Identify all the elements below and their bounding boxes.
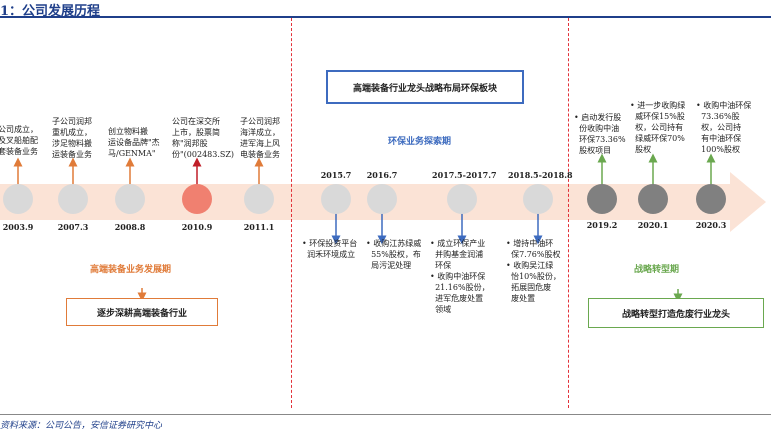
phase1-connectors — [13, 157, 264, 188]
milestone-2007-date: 2007.3 — [57, 222, 89, 232]
title-rule — [0, 16, 771, 18]
milestone-2010-text: 公司在深交所 上市，股票简 称"润邦股 份"(002483.SZ) — [172, 117, 235, 159]
milestone-2019-node — [587, 184, 617, 214]
source-rule — [0, 414, 771, 415]
milestone-2010-node — [182, 184, 212, 214]
milestone-2008-node — [115, 184, 145, 214]
milestone-2016-date: 2016.7 — [366, 170, 398, 180]
phase2-label: 环保业务探索期 — [388, 137, 452, 147]
milestone-2007-node — [58, 184, 88, 214]
milestone-2018-node — [523, 184, 553, 214]
milestone-2020-3-date: 2020.3 — [695, 220, 727, 230]
milestone-2003-text: 公司成立， 及叉船舶配 套装备业务 — [0, 125, 38, 156]
milestone-2018-text: • 增持中油环 保7.76%股权 • 收购吴江绿 怡10%股份， 拓展固危废 废… — [506, 239, 561, 303]
milestone-2017-date: 2017.5-2017.7 — [432, 170, 497, 180]
phase1-label: 高端装备业务发展期 — [90, 265, 172, 275]
milestone-2003-date: 2003.9 — [2, 222, 34, 232]
milestone-2020-3-node — [696, 184, 726, 214]
phase3-label: 战略转型期 — [634, 265, 680, 275]
milestone-2015-date: 2015.7 — [320, 170, 352, 180]
milestone-2015-text: • 环保投资平台 润禾环境成立 — [302, 239, 358, 259]
milestone-2011-date: 2011.1 — [243, 222, 275, 232]
milestone-2015-node — [321, 184, 351, 214]
milestone-2020-1-date: 2020.1 — [637, 220, 669, 230]
phase3-connectors — [597, 153, 716, 188]
milestone-2018-date: 2018.5-2018.8 — [508, 170, 573, 180]
phase-divider-2 — [568, 18, 569, 408]
milestone-2008-text: 创立物料搬 运设备品牌"杰 马/GENMA" — [108, 127, 160, 158]
milestone-2017-node — [447, 184, 477, 214]
milestone-2008-date: 2008.8 — [114, 222, 146, 232]
milestone-2007-text: 子公司润邦 重机成立， 涉足物料搬 运装备业务 — [52, 117, 92, 159]
phase2-banner: 高端装备行业龙头战略布局环保板块 — [326, 70, 524, 104]
phase1-box: 逐步深耕高端装备行业 — [66, 298, 218, 326]
milestone-2016-text: • 收购江苏绿威 55%股权，布 局污泥处理 — [366, 239, 422, 270]
milestone-2010-date: 2010.9 — [181, 222, 213, 232]
milestone-2019-date: 2019.2 — [586, 220, 618, 230]
phase3-box: 战略转型打造危废行业龙头 — [588, 298, 764, 328]
milestone-2020-1-node — [638, 184, 668, 214]
milestone-2020-3-text: • 收购中油环保 73.36%股 权，公司持 有中油环保 100%股权 — [696, 101, 752, 154]
timeline-arrowhead — [730, 172, 766, 232]
milestone-2011-text: 子公司润邦 海洋成立， 进军海上风 电装备业务 — [240, 117, 280, 159]
milestone-2020-1-text: • 进一步收购绿 威环保15%股 权，公司持有 绿威环保70% 股权 — [630, 101, 686, 154]
source-note: 资料来源：公司公告，安信证券研究中心 — [0, 421, 163, 431]
phase2-connectors — [331, 212, 543, 245]
phase-divider-1 — [291, 18, 292, 408]
milestone-2019-text: • 启动发行股 份收购中油 环保73.36% 股权项目 — [574, 113, 626, 155]
page-title: 1：公司发展历程 — [0, 4, 101, 19]
milestone-2003-node — [3, 184, 33, 214]
milestone-2017-text: • 成立环保产业 并购基金润浦 环保 • 收购中油环保 21.16%股份， 进军… — [430, 239, 490, 314]
box-connectors — [137, 288, 683, 303]
milestone-2016-node — [367, 184, 397, 214]
milestone-2011-node — [244, 184, 274, 214]
